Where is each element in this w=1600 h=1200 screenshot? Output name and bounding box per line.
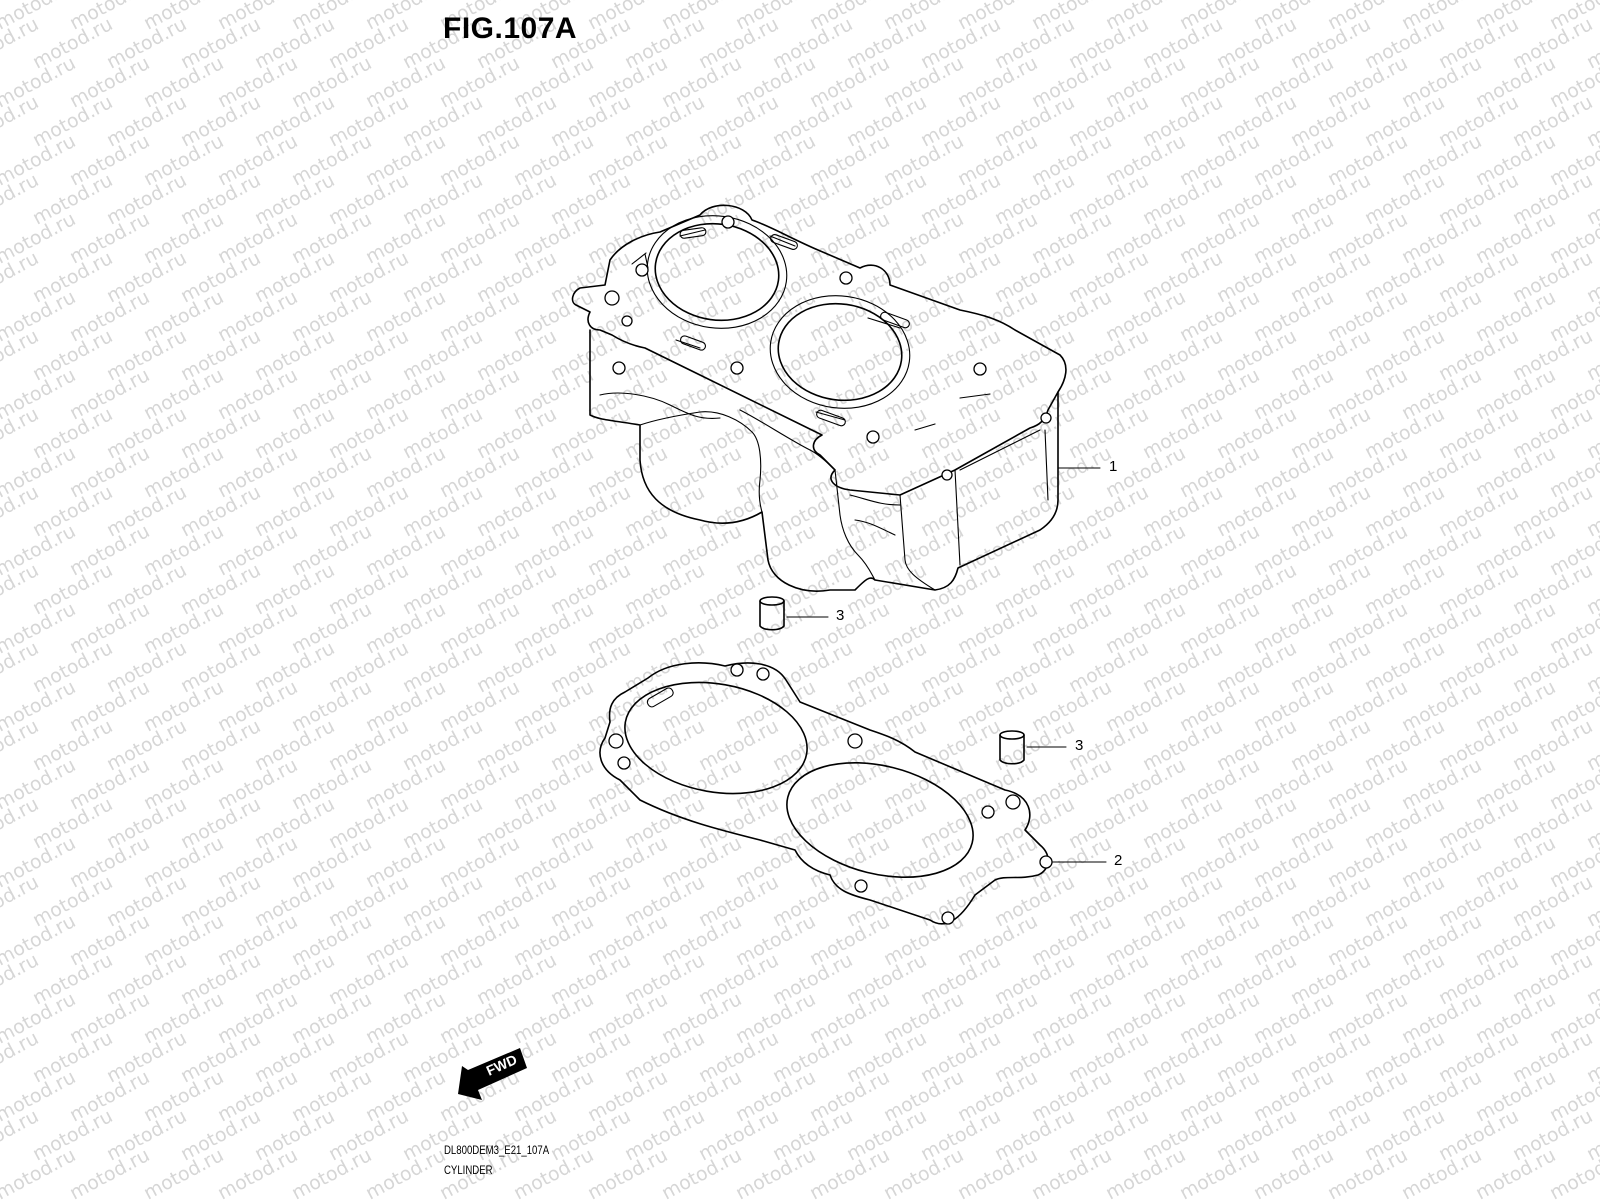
diagram-code: DL800DEM3_E21_107A [444,1143,550,1157]
diagram-caption: CYLINDER [444,1163,493,1177]
callout-3-upper: 3 [836,607,845,624]
cylinder-base-gasket [599,662,1107,925]
fwd-arrow-icon: FWD [458,1048,527,1100]
callout-3-lower: 3 [1075,737,1084,754]
dowel-pin-upper [759,596,829,631]
figure-title: FIG.107A [443,12,578,45]
callout-1: 1 [1109,458,1118,475]
cylinder-block [571,204,1101,592]
callout-2: 2 [1114,852,1123,869]
dowel-pin-lower [999,730,1067,765]
